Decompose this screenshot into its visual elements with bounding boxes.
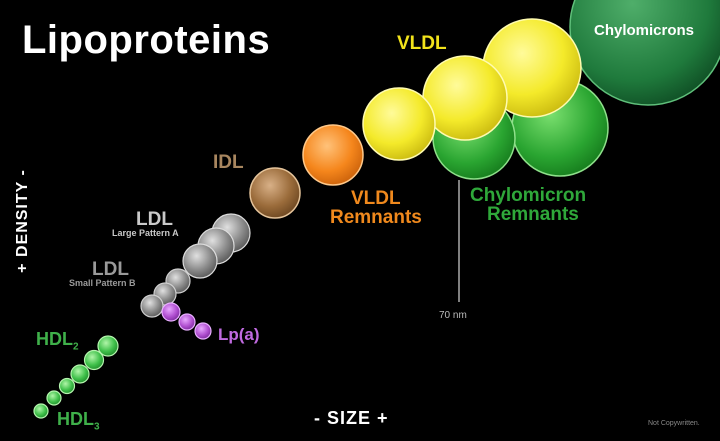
lpa-label: Lp(a)	[218, 325, 260, 344]
hdl3-particle	[33, 403, 49, 419]
vldl-particle	[422, 55, 508, 141]
hdl2-particle	[70, 364, 90, 384]
hdl2-subscript: 2	[73, 341, 79, 353]
lpa-particle	[178, 313, 196, 331]
idl-particle	[249, 167, 301, 219]
y-axis-label: + DENSITY -	[14, 169, 31, 273]
chylomicron-remnants-label-line1: Chylomicron	[470, 185, 587, 206]
chylomicrons-label: Chylomicrons	[594, 22, 695, 39]
ldl-large-sublabel: Large Pattern A	[112, 228, 179, 238]
hdl3-subscript: 3	[94, 421, 100, 433]
idl-label: IDL	[213, 152, 244, 173]
scale-label: 70 nm	[439, 310, 467, 321]
vldl-particle	[362, 87, 436, 161]
chylomicron-particle	[569, 0, 720, 106]
vldl-label: VLDL	[397, 33, 447, 54]
hdl3-label-text: HDL	[57, 409, 94, 429]
vldl-remnants-label-line1: VLDL	[351, 188, 401, 209]
lpa-particle	[161, 302, 181, 322]
ldl-large-particle	[182, 243, 218, 279]
ldl-small-sublabel: Small Pattern B	[69, 278, 136, 288]
hdl3-particle	[46, 390, 62, 406]
page-title: Lipoproteins	[22, 18, 271, 62]
chylomicron-remnants-label-line2: Remnants	[487, 204, 579, 225]
hdl2-label-text: HDL	[36, 329, 73, 349]
ldl-small-label: LDL	[92, 259, 129, 280]
hdl2-label: HDL2	[36, 330, 79, 353]
x-axis-label: - SIZE +	[314, 408, 389, 428]
vldl-remnant-particle	[302, 124, 364, 186]
copyright-note: Not Copywritten.	[648, 420, 700, 427]
vldl-remnants-label-line2: Remnants	[330, 207, 422, 228]
hdl2-particle	[83, 349, 105, 371]
ldl-large-label: LDL	[136, 209, 173, 230]
lpa-particle	[194, 322, 212, 340]
hdl3-particle	[58, 377, 76, 395]
hdl2-particle	[97, 335, 119, 357]
ldl-small-particle	[140, 294, 164, 318]
hdl3-label: HDL3	[57, 410, 100, 433]
